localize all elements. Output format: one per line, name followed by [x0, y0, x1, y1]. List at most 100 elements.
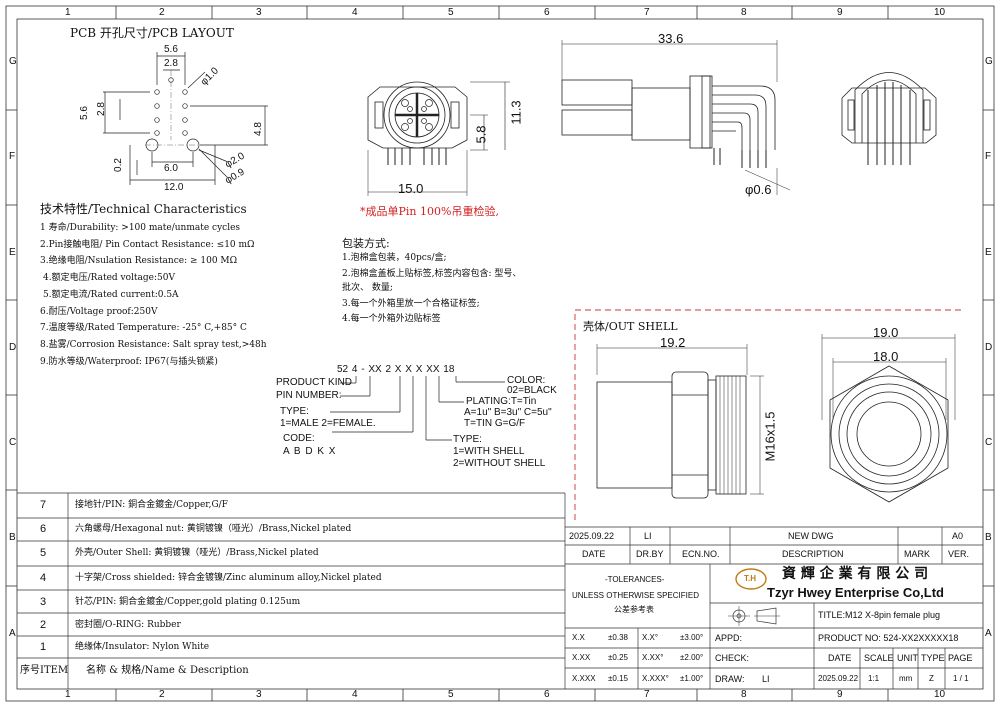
dim-2-8-vertical: 2.8: [95, 102, 107, 116]
bom-item-description: 针芯/PIN: 銅合金鍍金/Copper,gold plating 0.125u…: [75, 597, 301, 607]
outer-frame: [5, 5, 995, 702]
column-label-top: 4: [352, 7, 358, 18]
rev-ver: A0: [952, 531, 964, 541]
code-type2-values-1: 1=WITH SHELL: [453, 446, 525, 457]
inner-frame: [16, 18, 984, 690]
code-color: COLOR:: [507, 375, 546, 386]
bom-item-number: 4: [40, 572, 47, 584]
dim-33-6: 33.6: [658, 31, 684, 46]
row-label-left: G: [9, 56, 17, 67]
bom-item-description: 六角螺母/Hexagonal nut: 黄铜镀镍（哑光）/Brass,Nicke…: [75, 524, 352, 534]
column-label-top: 3: [256, 7, 262, 18]
tech-item: 8.盐雾/Corrosion Resistance: Salt spray te…: [40, 339, 267, 350]
drawing-title: TITLE:M12 X-8pin female plug: [818, 610, 941, 620]
bom-item-description: 外壳/Outer Shell: 黄铜镀镍（哑光）/Brass,Nickel pl…: [75, 548, 319, 558]
pcb-layout-drawing: [103, 52, 268, 185]
title-block-header-cell: SCALE: [864, 653, 894, 663]
pack-item: 3.每一个外箱里放一个合格证标签;: [342, 299, 480, 309]
bom-item-description: 十字架/Cross shielded: 锌合金镀镍/Zinc aluminum …: [75, 573, 382, 583]
bom-item-number: 3: [40, 596, 47, 608]
pcb-layout-title: PCB 开孔尺寸/PCB LAYOUT: [70, 26, 234, 40]
hdr-description: DESCRIPTION: [782, 549, 844, 559]
dim-m16: M16x1.5: [762, 411, 778, 462]
tech-item: 7.温度等级/Rated Temperature: -25° C,+85° C: [40, 323, 247, 334]
dim-19-2: 19.2: [660, 335, 686, 350]
row-label-left: B: [9, 532, 16, 543]
code-type1-values: 1=MALE 2=FEMALE.: [280, 418, 376, 429]
tolerances-title: -TOLERANCES-: [605, 575, 665, 584]
row-label-right: B: [985, 532, 992, 543]
part-code-tree: [330, 376, 505, 441]
tolerance-cell: ±0.15: [608, 674, 628, 683]
tolerance-cell: X.XXX°: [642, 674, 669, 683]
tolerance-cell: ±2.00°: [680, 653, 704, 662]
code-type2: TYPE:: [453, 434, 482, 445]
tolerances-subtitle: UNLESS OTHERWISE SPECIFIED: [572, 591, 699, 600]
column-label-top: 10: [934, 7, 946, 18]
bom-header-item: 序号ITEM: [20, 665, 69, 676]
bom-table-grid: [17, 492, 566, 689]
row-ticks: [6, 109, 994, 587]
tech-item: 2.Pin接触电阻/ Pin Contact Resistance: ≤10 m…: [40, 239, 255, 250]
hdr-date: DATE: [582, 549, 606, 559]
dim-5-6: 5.6: [164, 44, 178, 55]
code-type2-values-2: 2=WITHOUT SHELL: [453, 458, 546, 469]
code-plating-values-2: T=TIN G=G/F: [464, 418, 526, 429]
column-label-top: 8: [741, 7, 747, 18]
bom-item-description: 绝缘体/Insulator: Nylon White: [75, 642, 210, 652]
rev-date: 2025.09.22: [569, 531, 615, 541]
hdr-mark: MARK: [904, 549, 931, 559]
tech-item: 4.额定电压/Rated voltage:50V: [43, 273, 175, 284]
tolerance-cell: X.X°: [642, 633, 659, 642]
tech-item: 5.额定电流/Rated current:0.5A: [43, 289, 179, 300]
tolerance-cell: X.XX°: [642, 653, 664, 662]
row-label-right: D: [985, 342, 993, 353]
row-label-left: E: [9, 247, 16, 258]
row-label-right: A: [985, 628, 992, 639]
tolerance-cell: ±1.00°: [680, 674, 704, 683]
code-plating-values-1: A=1u" B=3u" C=5u": [464, 407, 552, 418]
tech-item: 9.防水等级/Waterproof: IP67(与插头锁紧): [40, 356, 218, 367]
column-label-bottom: 2: [159, 689, 165, 700]
column-ticks: [115, 6, 889, 701]
title-block-value-cell: 1:1: [868, 674, 880, 683]
hdr-drby: DR.BY: [636, 549, 664, 559]
shell-side-drawing: [596, 344, 764, 499]
title-block-value-cell: mm: [899, 674, 913, 683]
front-view-drawing: [367, 81, 510, 196]
dim-19-0: 19.0: [873, 325, 899, 340]
code-pin-number: PIN NUMBER:: [276, 390, 342, 401]
out-shell-title: 壳体/OUT SHELL: [583, 320, 678, 333]
rev-desc: NEW DWG: [788, 531, 834, 541]
column-label-bottom: 4: [352, 689, 358, 700]
pack-title: 包装方式:: [342, 237, 390, 250]
pack-item: 4.每一个外箱外边贴标签: [342, 314, 441, 324]
row-label-right: G: [985, 56, 993, 67]
code-code-values: A B D K X: [283, 446, 337, 457]
column-label-bottom: 10: [934, 689, 946, 700]
dim-6-0: 6.0: [164, 163, 178, 174]
appd-label: APPD:: [715, 633, 743, 643]
code-product-kind: PRODUCT KIND: [276, 377, 352, 388]
code-plating: PLATING:T=Tin: [466, 396, 537, 407]
column-label-top: 7: [644, 7, 650, 18]
tech-title: 技术特性/Technical Characteristics: [40, 202, 247, 216]
title-block-header-cell: UNIT: [897, 653, 918, 663]
pack-item: 1.泡棉盒包装，40pcs/盒;: [342, 253, 447, 263]
tech-item: 1 寿命/Durability: >100 mate/unmate cycles: [40, 223, 241, 233]
tolerance-cell: ±3.00°: [680, 633, 704, 642]
code-code-label: CODE:: [283, 433, 315, 444]
hdr-ecn: ECN.NO.: [682, 549, 720, 559]
company-name-en: Tzyr Hwey Enterprise Co,Ltd: [767, 585, 944, 600]
bom-header-description: 名称 & 规格/Name & Description: [86, 665, 249, 676]
dim-2-8: 2.8: [164, 58, 178, 69]
dim-5-6-vertical: 5.6: [78, 106, 90, 120]
tolerance-cell: ±0.25: [608, 653, 628, 662]
hdr-ver: VER.: [948, 549, 970, 559]
qc-note: *成品单Pin 100%吊重检验,: [360, 205, 499, 218]
dim-5-8: 5.8: [473, 125, 489, 144]
column-label-top: 9: [837, 7, 843, 18]
drawer-name: LI: [762, 674, 770, 684]
bom-item-number: 2: [40, 619, 47, 631]
